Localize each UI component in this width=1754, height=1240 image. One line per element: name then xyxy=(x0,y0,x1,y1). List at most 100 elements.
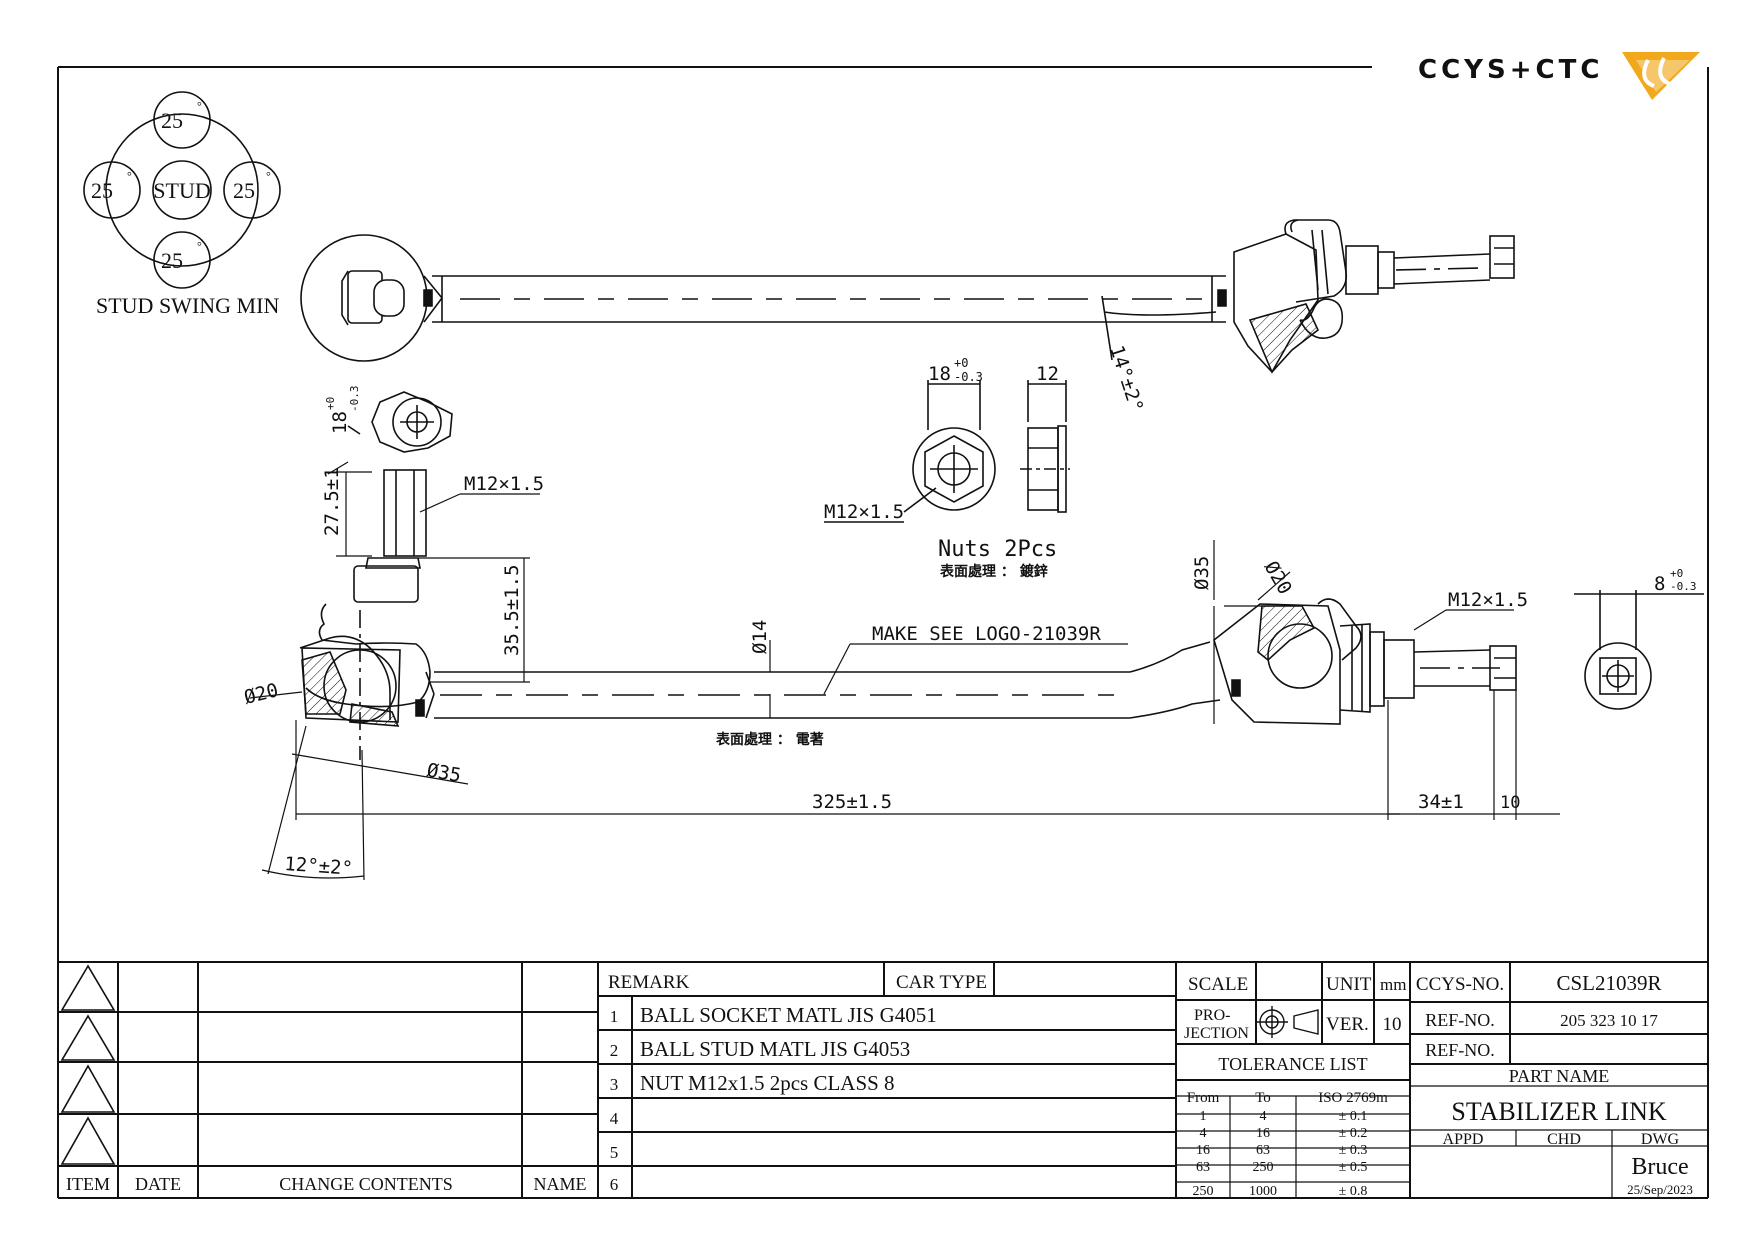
nut-hex-dim: 18 xyxy=(928,363,951,385)
swing-left: 25 xyxy=(91,178,113,203)
ref-no-2-label: REF-NO. xyxy=(1425,1040,1495,1060)
left-hex-tol-down: -0.3 xyxy=(348,386,361,413)
logo-text: CCYS+CTC xyxy=(1418,55,1603,85)
table-row-tol: ± 0.8 xyxy=(1339,1184,1368,1199)
right-hex-dim: 8 xyxy=(1654,573,1665,595)
bottom-rod xyxy=(425,640,1221,719)
hex-length-dim: 10 xyxy=(1500,793,1520,813)
scale-label: SCALE xyxy=(1188,974,1248,995)
left-thread-dim: M12×1.5 xyxy=(464,473,544,495)
top-view-assembly xyxy=(300,219,1515,374)
swing-caption: STUD SWING MIN xyxy=(96,293,279,318)
right-thread-dim: M12×1.5 xyxy=(1448,589,1528,611)
version-value: 10 xyxy=(1383,1014,1402,1035)
table-row-to: 16 xyxy=(1256,1126,1270,1141)
part-name-value: STABILIZER LINK xyxy=(1451,1097,1666,1126)
swing-center: STUD xyxy=(153,178,210,203)
table-row-to: 63 xyxy=(1256,1143,1270,1158)
degree-mark: ° xyxy=(197,239,202,253)
part-name-label: PART NAME xyxy=(1509,1066,1609,1086)
table-row-number: 5 xyxy=(610,1143,619,1162)
right-end-view xyxy=(1574,590,1704,710)
left-ball-joint xyxy=(299,391,453,760)
table-row-from: 16 xyxy=(1196,1143,1210,1158)
tolerance-title: TOLERANCE LIST xyxy=(1218,1054,1367,1074)
degree-mark: ° xyxy=(266,169,271,183)
nut-detail xyxy=(824,380,1070,523)
ref-no-value: 205 323 10 17 xyxy=(1560,1011,1658,1030)
table-row-tol: ± 0.5 xyxy=(1339,1160,1368,1175)
table-row-number: 3 xyxy=(610,1075,619,1094)
revision-header-date: DATE xyxy=(135,1174,181,1194)
left-hex-tol-up: +0 xyxy=(324,397,337,410)
nuts-label: Nuts 2Pcs xyxy=(938,537,1057,562)
projection-label: PRO- xyxy=(1194,1007,1230,1024)
bottom-angle-dim: 12°±2° xyxy=(284,853,354,880)
drawn-label: DWG xyxy=(1641,1131,1680,1148)
table-row-text: BALL SOCKET MATL JIS G4051 xyxy=(640,1003,937,1027)
table-row-number: 2 xyxy=(610,1041,619,1060)
degree-mark: ° xyxy=(197,99,202,113)
revision-header-change: CHANGE CONTENTS xyxy=(279,1174,453,1194)
table-row-tol: ± 0.1 xyxy=(1339,1109,1368,1124)
projection-symbol xyxy=(1256,1006,1319,1038)
table-row-text: NUT M12x1.5 2pcs CLASS 8 xyxy=(640,1071,895,1095)
nut-hex-tol-up: +0 xyxy=(954,356,968,370)
table-row-text: BALL STUD MATL JIS G4053 xyxy=(640,1037,910,1061)
table-row-from: 4 xyxy=(1200,1126,1207,1141)
table-row-number: 4 xyxy=(610,1109,619,1128)
nut-thread-dim: M12×1.5 xyxy=(824,501,904,523)
degree-mark: ° xyxy=(127,169,132,183)
ccys-no-value: CSL21039R xyxy=(1556,971,1661,995)
nut-width-dim: 12 xyxy=(1036,363,1059,385)
drawing-date: 25/Sep/2023 xyxy=(1627,1182,1693,1197)
revision-header-name: NAME xyxy=(534,1174,587,1194)
stud-swing-diagram: 25 25 STUD 25 25 ° ° ° ° STUD SWING MIN xyxy=(83,91,281,318)
table-row-tol: ± 0.2 xyxy=(1339,1126,1368,1141)
approved-label: APPD xyxy=(1443,1131,1484,1148)
unit-label: UNIT xyxy=(1326,974,1372,995)
logo-note: MAKE SEE LOGO-21039R xyxy=(872,623,1101,645)
nut-hex-tol-down: -0.3 xyxy=(954,370,983,384)
drawer-name: Bruce xyxy=(1631,1154,1688,1180)
right-hex-tol-up: +0 xyxy=(1670,567,1683,580)
right-dia35-dim: Ø35 xyxy=(1191,556,1213,590)
right-hex-tol-down: -0.3 xyxy=(1670,580,1697,593)
tolerance-header-iso: ISO 2769m xyxy=(1318,1090,1388,1106)
table-row-number: 6 xyxy=(610,1175,619,1194)
table-row-from: 250 xyxy=(1193,1184,1214,1199)
swing-top: 25 xyxy=(161,108,183,133)
swing-right: 25 xyxy=(233,178,255,203)
thread-length-dim: 27.5±1 xyxy=(321,467,343,536)
tolerance-header-to: To xyxy=(1255,1090,1271,1106)
checked-label: CHD xyxy=(1547,1131,1581,1148)
remark-header: REMARK xyxy=(608,972,690,993)
table-row-from: 1 xyxy=(1200,1109,1207,1124)
table-row-tol: ± 0.3 xyxy=(1339,1143,1368,1158)
table-row-to: 1000 xyxy=(1249,1184,1277,1199)
rod-dia14-dim: Ø14 xyxy=(749,620,771,654)
table-row-to: 4 xyxy=(1260,1109,1267,1124)
unit-value: mm xyxy=(1380,975,1406,994)
revision-table xyxy=(58,962,599,1198)
left-hex-dim: 18 xyxy=(329,411,351,434)
ball-height-dim: 35.5±1.5 xyxy=(501,564,523,656)
version-label: VER. xyxy=(1326,1014,1369,1035)
car-type-label: CAR TYPE xyxy=(896,972,987,993)
swing-bottom: 25 xyxy=(161,248,183,273)
table-row-from: 63 xyxy=(1196,1160,1210,1175)
title-block xyxy=(1176,962,1708,1198)
thread-length-right-dim: 34±1 xyxy=(1418,791,1464,813)
right-ball-joint xyxy=(1213,598,1517,725)
revision-header-item: ITEM xyxy=(66,1174,110,1194)
tolerance-header-from: From xyxy=(1187,1090,1220,1106)
right-dia20-dim: Ø20 xyxy=(1260,558,1296,599)
table-row-to: 250 xyxy=(1253,1160,1274,1175)
ref-no-label: REF-NO. xyxy=(1425,1010,1495,1030)
left-dia20-dim: Ø20 xyxy=(242,679,281,709)
projection-label-2: JECTION xyxy=(1184,1025,1249,1042)
table-row-number: 1 xyxy=(610,1007,619,1026)
left-dimension-lines xyxy=(249,461,1400,881)
company-logo: CCYS+CTC xyxy=(1418,52,1700,100)
